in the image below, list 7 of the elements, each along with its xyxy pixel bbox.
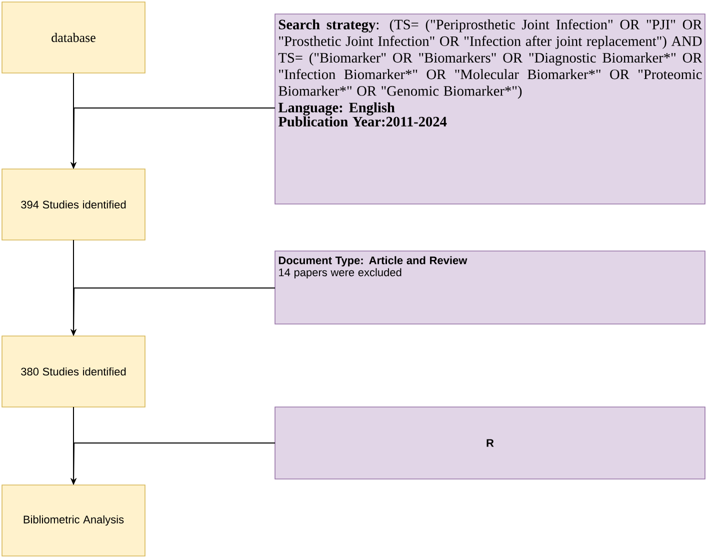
criteria-box: Search strategy: (TS= ("Periprosthetic Joint Infection" OR "PJI" OR "Prosthetic Joint Infection" OR "Infection after joint replacement") AND TS= ("Biomarker" OR "Biomarkers" OR "Diagnostic Biomarker*" OR "Infection Biomarker*" OR "Molecular Biomarker*" OR "Proteomic Biomarker*" OR "Genomic Biomarker*") Language: English Publication Year:2011-2024 xyxy=(274,14,706,204)
criteria-box: Document Type: Article and Review 14 papers were excluded xyxy=(274,250,706,324)
process-box: 380 Studies identified xyxy=(2,336,146,408)
process-box: 394 Studies identified xyxy=(2,168,146,240)
process-box: Bibliometric Analysis xyxy=(2,484,146,556)
criteria-box: R xyxy=(274,406,706,480)
process-box: database xyxy=(2,2,146,74)
